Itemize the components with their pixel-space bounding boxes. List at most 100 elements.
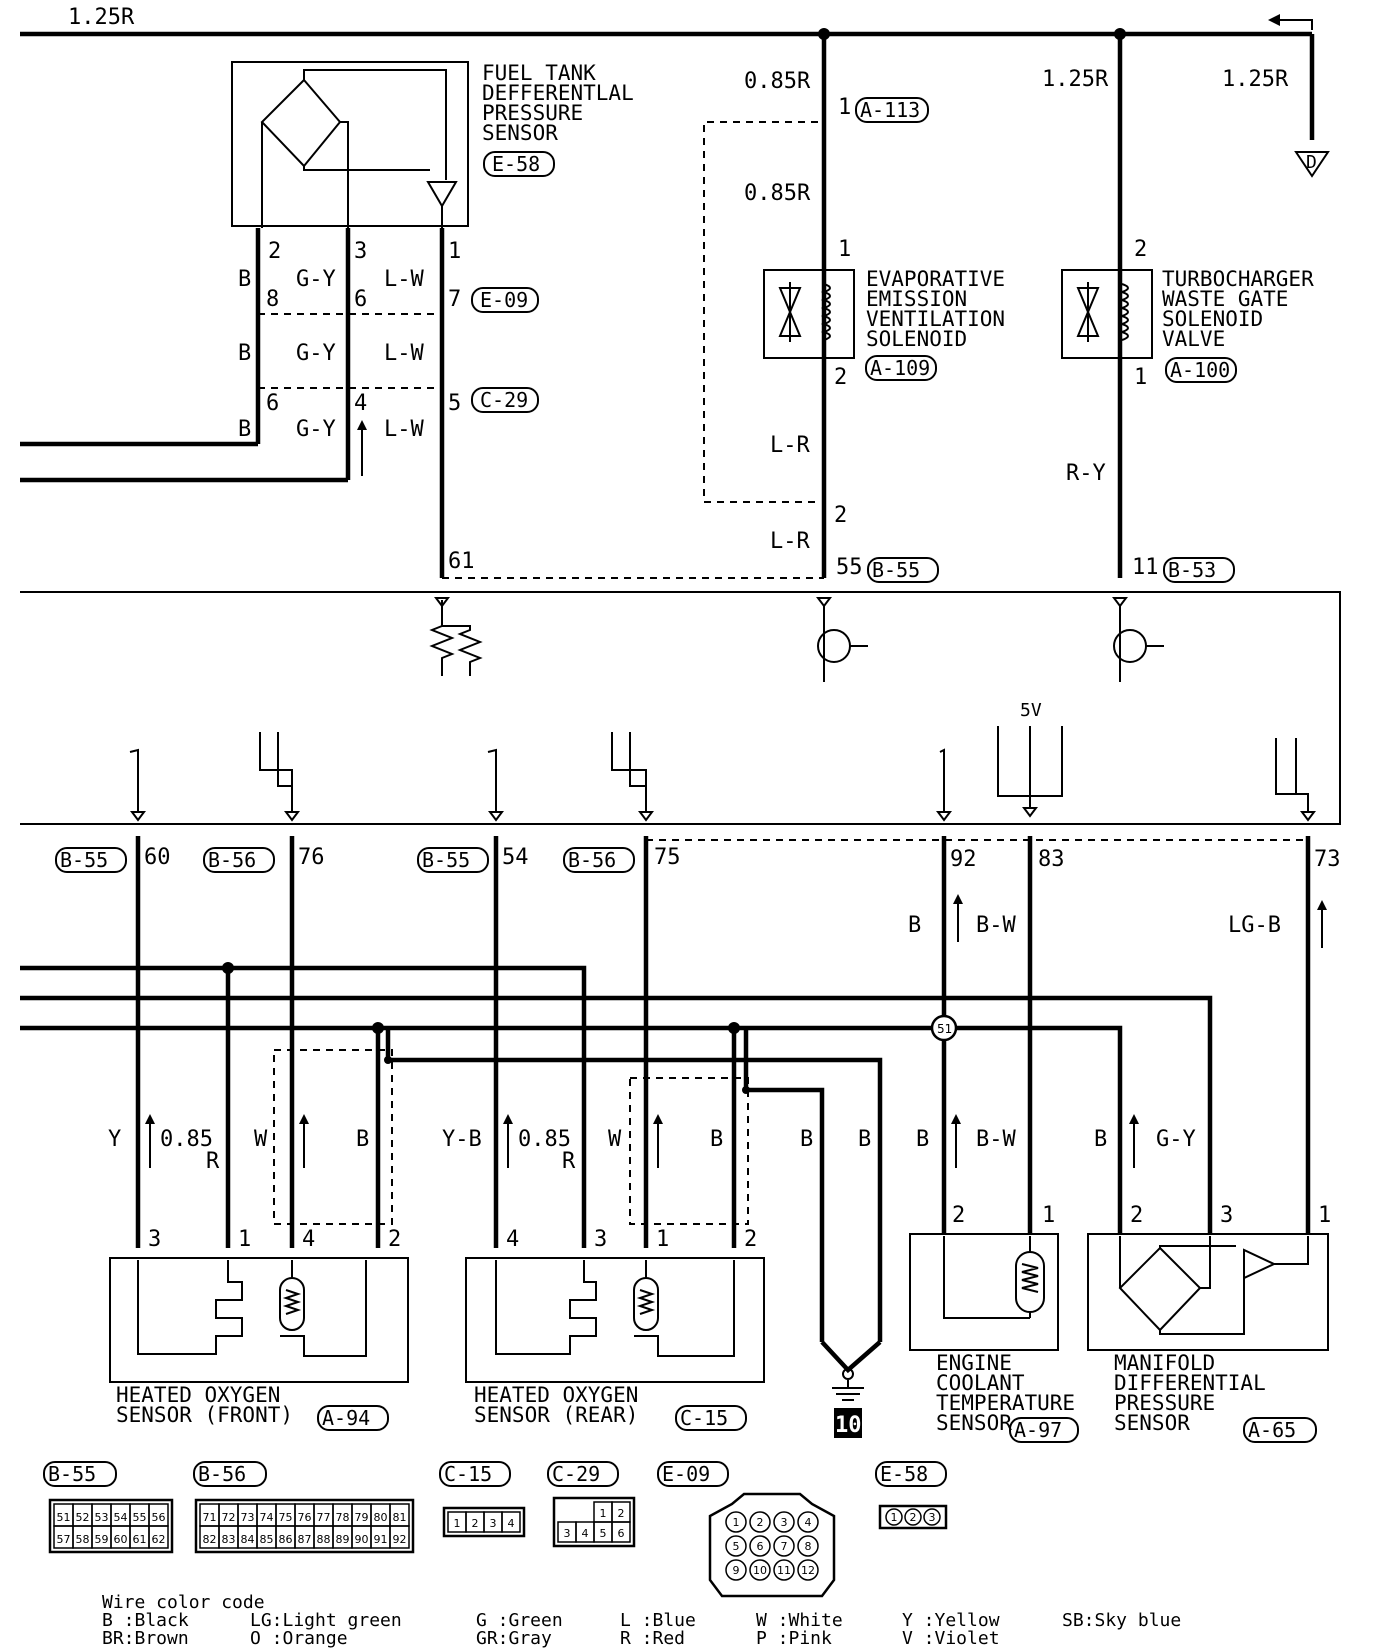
continue-arrow	[1272, 19, 1313, 30]
solenoid-icon	[778, 282, 831, 342]
mdp-box	[1087, 1233, 1329, 1351]
wire-b-3: B	[238, 417, 251, 442]
mdp-title-4: SENSOR	[1114, 1411, 1190, 1435]
connector-pin-number: 74	[260, 1511, 274, 1524]
pin-2-evap: 2	[834, 365, 847, 390]
conn-b53-label: B-53	[1168, 558, 1216, 582]
pin-5: 5	[448, 391, 461, 416]
pin-2: 2	[268, 239, 281, 264]
solenoid-icon	[1076, 282, 1129, 342]
pin-1-turbo: 1	[1134, 365, 1147, 390]
connector-pin-number: 59	[95, 1533, 109, 1546]
pin-6b: 6	[266, 391, 279, 416]
connector-pin-number: 58	[76, 1533, 90, 1546]
wire-b-label-g1: B	[800, 1127, 813, 1152]
wire-r-label-rear: R	[562, 1149, 576, 1174]
turbo-title-1: TURBOCHARGER	[1162, 267, 1314, 291]
connector-pin-cell	[797, 1535, 819, 1557]
legend-item: V :Violet	[902, 1628, 1000, 1649]
legend-item: P :Pink	[756, 1628, 832, 1649]
wire-lw-3: L-W	[384, 417, 424, 442]
wire-ry: R-Y	[1066, 461, 1106, 486]
conn-a97-label: A-97	[1014, 1418, 1062, 1442]
wire-lr-2: L-R	[770, 529, 810, 554]
connector-pin-cell	[904, 1508, 922, 1526]
connector-pin-number: 4	[508, 1517, 515, 1530]
heater-icon	[495, 1260, 735, 1357]
junction-dot	[372, 1022, 384, 1034]
connector-pin-number: 89	[336, 1533, 350, 1546]
conn-b55-label-b: B-55	[422, 848, 470, 872]
conn-b56-badge-a	[203, 847, 275, 873]
conn-a97-badge	[1009, 1417, 1079, 1443]
pin-76: 76	[298, 845, 325, 870]
connector-pin-number: 81	[393, 1511, 407, 1524]
conn-b56-label-b: B-56	[568, 848, 616, 872]
pin-1-front: 1	[238, 1227, 251, 1252]
pin-3: 3	[354, 239, 367, 264]
connector-pin-number: 62	[152, 1533, 166, 1546]
bus-r-a	[20, 965, 587, 1248]
conn-b55-face-label: B-55	[48, 1462, 96, 1486]
conn-e09-label: E-09	[480, 288, 528, 312]
conn-b56-label-a: B-56	[208, 848, 256, 872]
conn-b55-badge-b	[417, 847, 489, 873]
pin-8: 8	[266, 287, 279, 312]
conn-a100-badge	[1165, 357, 1237, 383]
pin-75: 75	[654, 845, 681, 870]
connector-pin-cell	[773, 1535, 795, 1557]
conn-c15-badge	[675, 1405, 747, 1431]
ecu-transistor-2	[1112, 597, 1164, 682]
pin-1-ect: 1	[1042, 1203, 1055, 1228]
conn-a65-badge	[1243, 1417, 1317, 1443]
pin-55: 55	[836, 555, 863, 580]
conn-b56-face-label: B-56	[198, 1462, 246, 1486]
wire-b-ground-b	[746, 1087, 825, 1342]
connector-pin-cell	[725, 1535, 747, 1557]
wire-085-label: 0.85	[160, 1127, 213, 1152]
pin-7: 7	[448, 287, 461, 312]
connector-pin-number: 55	[133, 1511, 147, 1524]
connector-pin-number: 57	[57, 1533, 71, 1546]
fuel-tank-title-1: FUEL TANK	[482, 61, 596, 85]
conn-e09-badge	[471, 287, 539, 313]
pin-2-evap-b: 2	[834, 503, 847, 528]
wire-lr: L-R	[770, 433, 810, 458]
five-volt-label: 5V	[1020, 700, 1042, 721]
connector-pin-number: 1	[600, 1507, 607, 1520]
flow-arrow-head	[1129, 1114, 1139, 1124]
conn-e58-face-badge	[875, 1461, 947, 1487]
conn-c15-face-label: C-15	[444, 1462, 492, 1486]
continue-arrow-head	[1268, 14, 1280, 26]
mdp-title-2: DIFFERENTIAL	[1114, 1371, 1266, 1395]
pin-3-front: 3	[148, 1227, 161, 1252]
connector-pin-number: 6	[757, 1540, 764, 1553]
connector-pin-number: 73	[241, 1511, 255, 1524]
legend-item: L :Blue	[620, 1610, 696, 1631]
connector-pin-number: 2	[472, 1517, 479, 1530]
wire-085-label-rear: 0.85	[518, 1127, 571, 1152]
legend-item: GR:Gray	[476, 1628, 552, 1649]
connector-pin-cell	[611, 1521, 631, 1543]
front-shield	[273, 1049, 393, 1225]
conn-c15-label: C-15	[680, 1406, 728, 1430]
connector-pin-number: 8	[805, 1540, 812, 1553]
connector-pin-number: 51	[57, 1511, 71, 1524]
connector-pin-number: 86	[279, 1533, 293, 1546]
connector-pin-number: 2	[757, 1516, 764, 1529]
wire-085r-a: 0.85R	[744, 69, 811, 94]
ect-title-3: TEMPERATURE	[936, 1391, 1075, 1415]
connector-pin-number: 6	[618, 1527, 625, 1540]
connector-pin-cell	[725, 1559, 747, 1581]
thermistor-icon	[943, 1236, 1045, 1319]
connector-pin-number: 79	[355, 1511, 369, 1524]
ground-d-label: D	[1306, 152, 1317, 173]
pin-60: 60	[144, 845, 171, 870]
conn-b55-face-badge	[43, 1461, 117, 1487]
ecu-transistor-1	[816, 597, 868, 682]
junction-dot	[384, 1056, 392, 1064]
flow-arrow-head	[299, 1114, 309, 1124]
legend-item: G :Green	[476, 1610, 563, 1631]
